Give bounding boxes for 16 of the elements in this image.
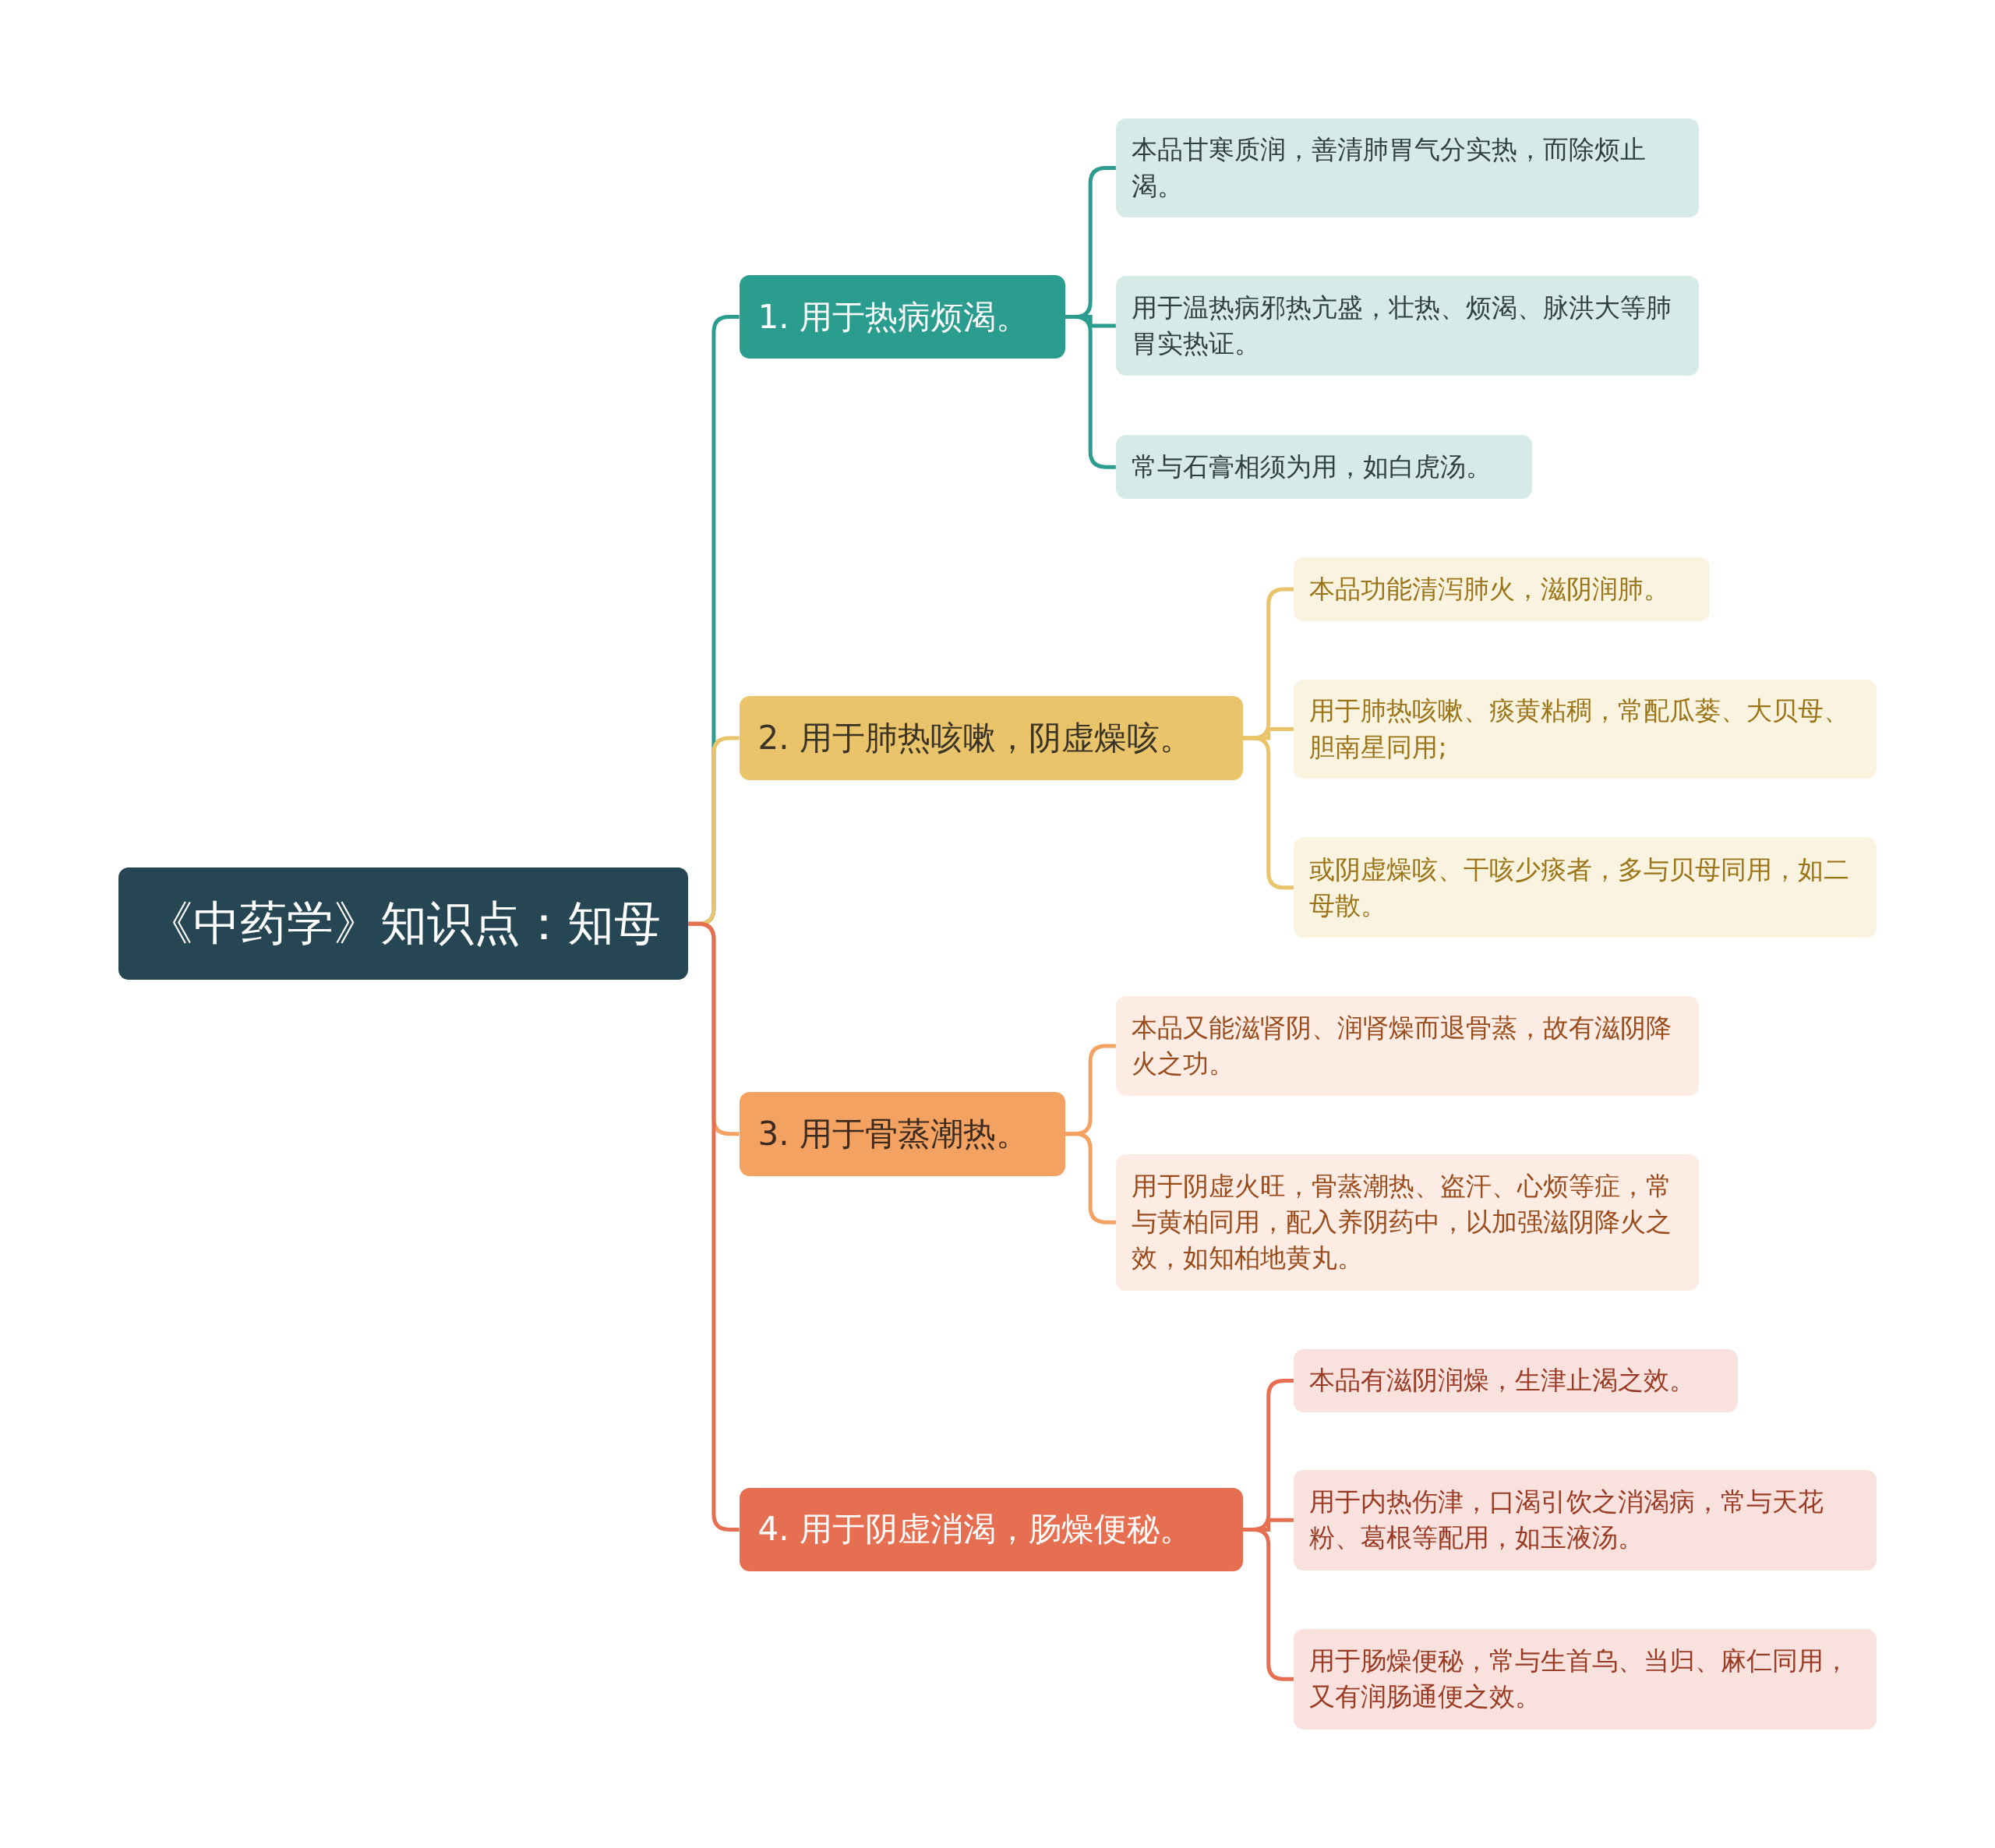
branch-topic-box: 3. 用于骨蒸潮热。 <box>739 1091 1065 1176</box>
note-box: 或阴虚燥咳、干咳少痰者，多与贝母同用，如二母散。 <box>1294 837 1877 938</box>
note-box: 用于阴虚火旺，骨蒸潮热、盗汗、心烦等症，常与黄柏同用，配入养阴药中，以加强滋阴降火之效，如知柏地黄丸。 <box>1115 1154 1699 1291</box>
branch-topic-box: 1. 用于热病烦渴。 <box>739 274 1065 359</box>
note-box: 本品功能清泻肺火，滋阴润肺。 <box>1294 557 1711 621</box>
note-box: 常与石膏相须为用，如白虎汤。 <box>1115 435 1532 499</box>
note-box: 用于肺热咳嗽、痰黄粘稠，常配瓜蒌、大贝母、胆南星同用; <box>1294 679 1877 779</box>
note-box: 本品甘寒质润，善清肺胃气分实热，而除烦止渴。 <box>1115 118 1699 218</box>
branch-topic-box: 4. 用于阴虚消渴，肠燥便秘。 <box>739 1487 1244 1572</box>
root-topic-box: 《中药学》知识点：知母 <box>118 867 689 981</box>
note-box: 用于内热伤津，口渴引饮之消渴病，常与天花粉、葛根等配用，如玉液汤。 <box>1294 1469 1877 1571</box>
note-box: 用于肠燥便秘，常与生首乌、当归、麻仁同用，又有润肠通便之效。 <box>1294 1628 1877 1730</box>
note-box: 用于温热病邪热亢盛，壮热、烦渴、脉洪大等肺胃实热证。 <box>1115 276 1699 376</box>
branch-topic-box: 2. 用于肺热咳嗽，阴虚燥咳。 <box>739 696 1244 780</box>
note-box: 本品又能滋肾阴、润肾燥而退骨蒸，故有滋阴降火之功。 <box>1115 996 1699 1096</box>
note-box: 本品有滋阴润燥，生津止渴之效。 <box>1294 1348 1739 1413</box>
